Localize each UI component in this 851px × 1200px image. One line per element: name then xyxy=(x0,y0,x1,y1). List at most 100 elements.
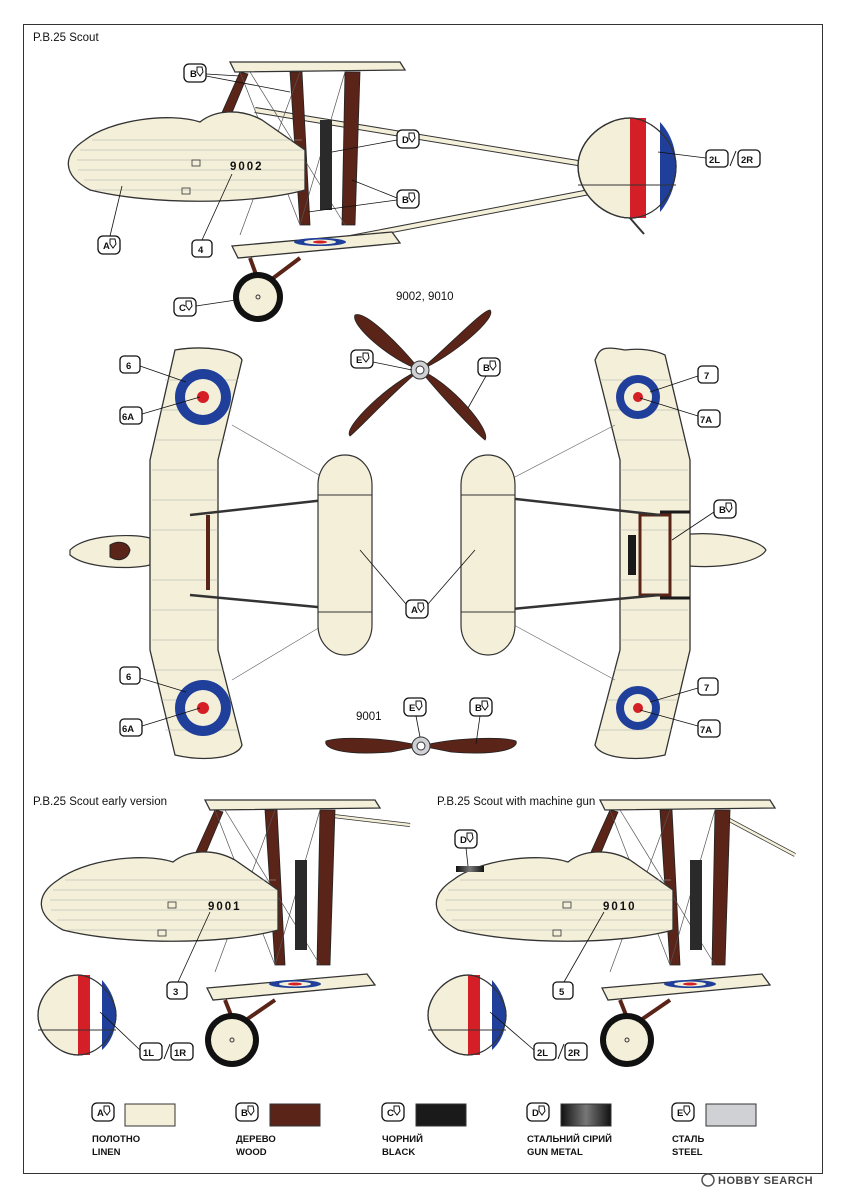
svg-text:C: C xyxy=(179,303,186,314)
plan-view-bottom xyxy=(460,347,767,760)
sheet-frame xyxy=(23,24,823,1174)
svg-text:2L: 2L xyxy=(537,1048,548,1059)
legend-item-gun-metal: D СТАЛЬНИЙ СІРИЙ GUN METAL xyxy=(526,1102,612,1158)
swatch-gun-metal xyxy=(560,1103,612,1127)
svg-text:7: 7 xyxy=(704,371,709,382)
legend-item-wood: B ДЕРЕВО WOOD xyxy=(235,1102,321,1158)
callout-B-mid: B xyxy=(396,189,420,209)
svg-text:A: A xyxy=(97,1108,104,1119)
svg-text:1L: 1L xyxy=(143,1048,154,1059)
svg-text:СТАЛЬ: СТАЛЬ xyxy=(672,1134,704,1145)
serial-mg: 9010 xyxy=(603,901,637,913)
callout-6A-top: 6A xyxy=(119,406,143,425)
svg-text:B: B xyxy=(190,69,197,80)
legend-item-steel: E СТАЛЬ STEEL xyxy=(671,1102,757,1158)
callout-7-top: 7 xyxy=(697,365,719,384)
svg-text:A: A xyxy=(103,241,110,252)
serial-main: 9002 xyxy=(230,161,264,173)
plan-view-top xyxy=(69,347,373,760)
svg-text:D: D xyxy=(460,835,467,846)
callout-E-prop2: E xyxy=(403,697,427,717)
svg-text:4: 4 xyxy=(198,245,204,256)
svg-text:1R: 1R xyxy=(174,1048,186,1059)
svg-text:6A: 6A xyxy=(122,412,134,423)
svg-text:WOOD: WOOD xyxy=(236,1147,267,1158)
svg-text:GUN METAL: GUN METAL xyxy=(527,1147,583,1158)
svg-text:2R: 2R xyxy=(568,1048,580,1059)
svg-text:2R: 2R xyxy=(741,155,753,166)
side-view-mg: 9010 xyxy=(427,799,796,1067)
callout-6-bottom: 6 xyxy=(119,666,141,685)
svg-text:6: 6 xyxy=(126,361,131,372)
svg-text:7: 7 xyxy=(704,683,709,694)
svg-text:2L: 2L xyxy=(709,155,720,166)
callout-E-prop4: E xyxy=(350,349,374,369)
svg-text:B: B xyxy=(483,363,490,374)
callout-1L: 1L xyxy=(139,1042,163,1061)
callout-B-top: B xyxy=(183,63,207,83)
swatch-steel xyxy=(705,1103,757,1127)
svg-text:ПОЛОТНО: ПОЛОТНО xyxy=(92,1134,140,1145)
callout-3: 3 xyxy=(166,981,188,1000)
callout-2R-mg: 2R xyxy=(564,1042,588,1061)
svg-text:B: B xyxy=(719,505,726,516)
watermark: HOBBY SEARCH xyxy=(701,1173,813,1187)
svg-text:B: B xyxy=(402,195,409,206)
swatch-wood xyxy=(269,1103,321,1127)
callout-C-top: C xyxy=(173,297,197,317)
legend-item-linen: A ПОЛОТНО LINEN xyxy=(91,1102,176,1158)
prop-bottom-label: 9001 xyxy=(356,711,382,723)
callout-4: 4 xyxy=(191,239,213,258)
svg-text:7A: 7A xyxy=(700,725,712,736)
callout-2R-top: 2R xyxy=(737,149,761,168)
watermark-text: HOBBY SEARCH xyxy=(718,1175,813,1187)
side-view-early: 9001 xyxy=(37,799,411,1067)
callout-2L-top: 2L xyxy=(705,149,729,168)
callout-D-mg: D xyxy=(454,829,478,849)
side-mg-title: P.B.25 Scout with machine gun xyxy=(437,796,595,808)
svg-text:D: D xyxy=(402,135,409,146)
side-early-title: P.B.25 Scout early version xyxy=(33,796,167,808)
svg-text:BLACK: BLACK xyxy=(382,1147,415,1158)
callout-B-prop4: B xyxy=(477,357,501,377)
callout-2L-mg: 2L xyxy=(533,1042,557,1061)
svg-text:C: C xyxy=(387,1108,394,1119)
svg-text:3: 3 xyxy=(173,987,178,998)
callout-7A-top: 7A xyxy=(697,409,721,428)
callout-B-prop2: B xyxy=(469,697,493,717)
callout-1R: 1R xyxy=(170,1042,194,1061)
svg-text:B: B xyxy=(241,1108,248,1119)
callout-7-bottom: 7 xyxy=(697,677,719,696)
swatch-black xyxy=(415,1103,467,1127)
legend-item-black: C ЧОРНИЙ BLACK xyxy=(381,1102,467,1158)
callout-B-plan: B xyxy=(713,499,737,519)
side-main-title: P.B.25 Scout xyxy=(33,32,99,44)
svg-text:D: D xyxy=(532,1108,539,1119)
callout-6A-bottom: 6A xyxy=(119,718,143,737)
callout-A-top: A xyxy=(97,235,121,255)
svg-text:6A: 6A xyxy=(122,724,134,735)
svg-text:STEEL: STEEL xyxy=(672,1147,703,1158)
callout-5: 5 xyxy=(552,981,574,1000)
serial-early: 9001 xyxy=(208,901,242,913)
svg-text:7A: 7A xyxy=(700,415,712,426)
propeller-four-blade xyxy=(348,309,492,441)
watermark-logo-icon xyxy=(701,1173,715,1187)
svg-text:A: A xyxy=(411,605,418,616)
propeller-two-blade xyxy=(325,736,517,756)
svg-text:LINEN: LINEN xyxy=(92,1147,121,1158)
svg-text:ДЕРЕВО: ДЕРЕВО xyxy=(236,1134,276,1145)
svg-text:E: E xyxy=(356,355,362,366)
svg-text:B: B xyxy=(475,703,482,714)
callout-A-plan: A xyxy=(405,599,429,619)
callout-7A-bottom: 7A xyxy=(697,719,721,738)
svg-text:E: E xyxy=(409,703,415,714)
colour-legend: A ПОЛОТНО LINEN B ДЕРЕВО WOOD C ЧОРНИЙ B… xyxy=(91,1102,757,1158)
swatch-linen xyxy=(124,1103,176,1127)
svg-text:5: 5 xyxy=(559,987,565,998)
svg-text:E: E xyxy=(677,1108,683,1119)
callout-6-top: 6 xyxy=(119,355,141,374)
svg-text:6: 6 xyxy=(126,672,131,683)
